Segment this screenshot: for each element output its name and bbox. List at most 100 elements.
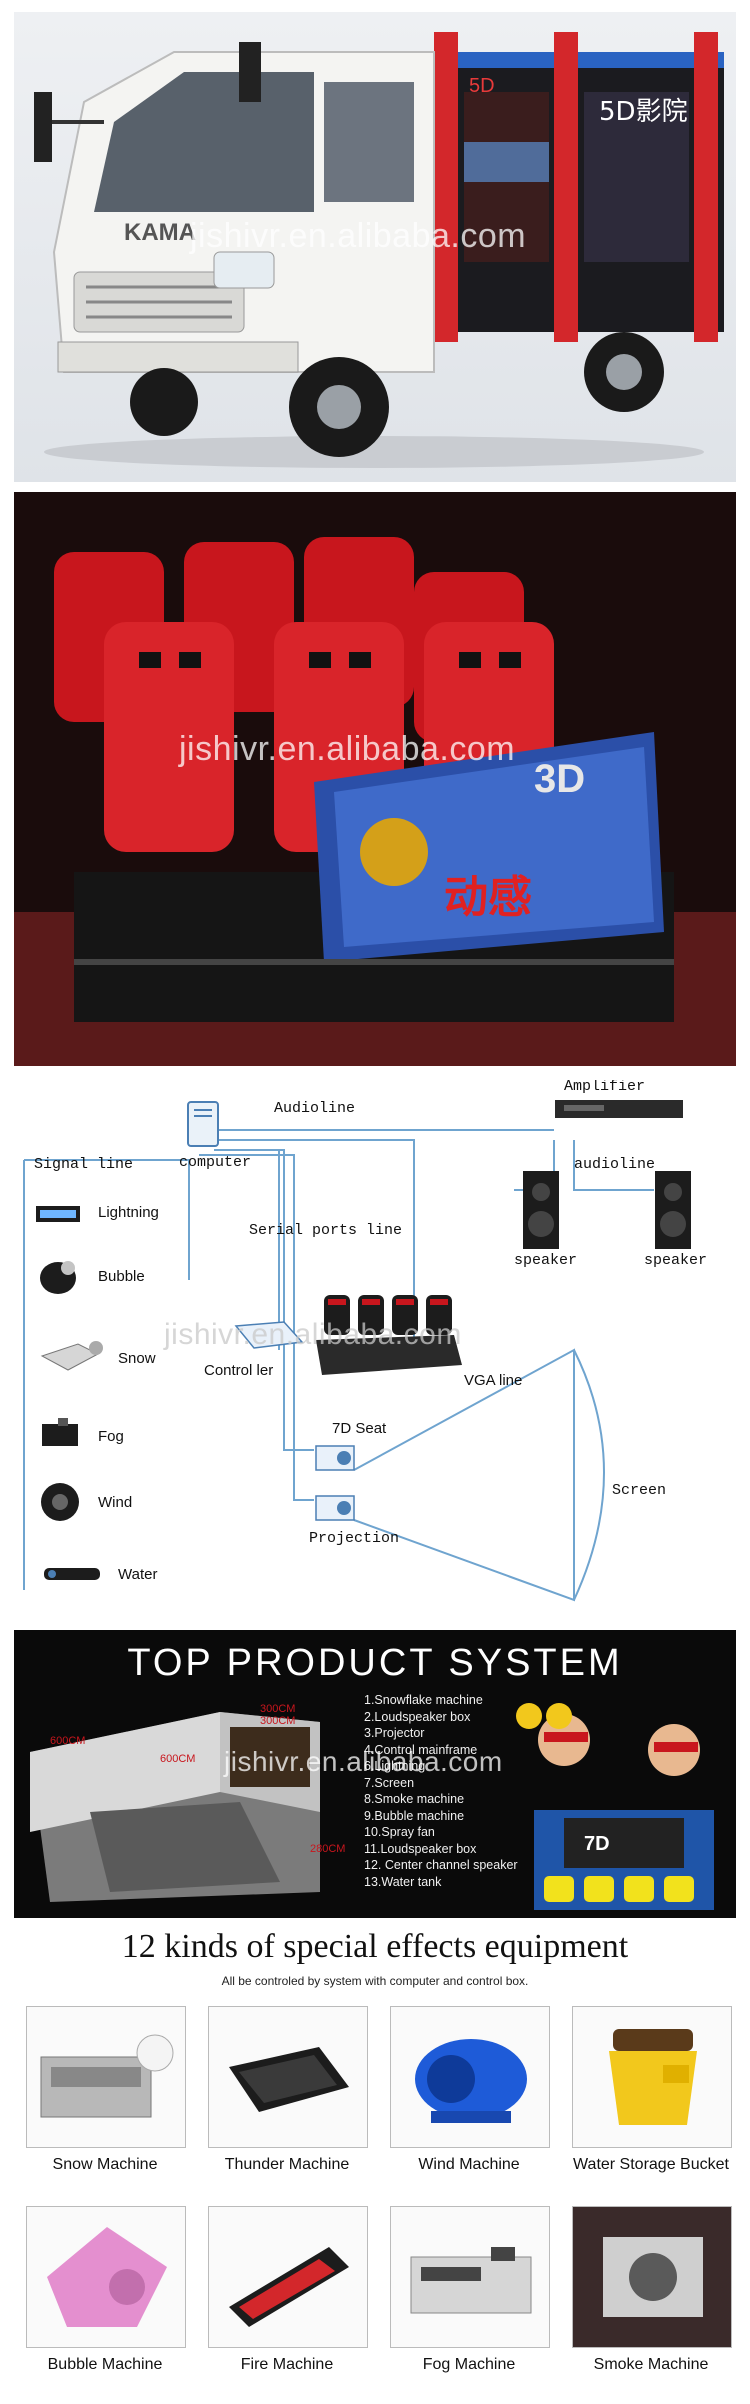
audioline-label: audioline: [574, 1156, 656, 1173]
thunder-machine-tile: [208, 2006, 368, 2148]
thunder-machine-icon: [229, 2047, 349, 2112]
bubble-icon: [40, 1261, 76, 1294]
snow-machine-label: Snow Machine: [52, 2156, 158, 2173]
seats-illustration: 3D 动感: [14, 492, 736, 1066]
projector-icon-1: [315, 1445, 355, 1471]
diagram-lines: [23, 1129, 654, 1602]
screen-label: Screen: [612, 1482, 667, 1499]
serial-ports-line-label: Serial ports line: [249, 1222, 403, 1239]
list-item: 9.Bubble machine: [364, 1808, 465, 1823]
room-layout-illustration: 600CM 300CM 300CM 600CM 280CM: [30, 1703, 345, 1902]
speaker-left-label: speaker: [514, 1252, 578, 1269]
computer-label: computer: [179, 1154, 252, 1171]
fog-machine-icon: [410, 2247, 532, 2314]
list-item: 1.Snowflake machine: [364, 1693, 483, 1707]
watermark: jishivr.en.alibaba.com: [179, 730, 516, 768]
seat-icon: [316, 1295, 462, 1375]
truck-photo: 5D 5D影院 KAMA jishivr.en.alibaba.com: [14, 12, 736, 482]
amplifier-label: Amplifier: [564, 1080, 646, 1095]
snow-icon: [40, 1341, 103, 1371]
truck-illustration: 5D 5D影院 KAMA: [34, 32, 724, 468]
list-item: 11.Loudspeaker box: [364, 1841, 477, 1856]
signal-line-label: Signal line: [34, 1156, 134, 1173]
water-storage-bucket-label: Water Storage Bucket: [573, 2156, 729, 2173]
speaker-left-icon: [523, 1171, 559, 1249]
list-item: 2.Loudspeaker box: [364, 1709, 471, 1724]
fog-machine-tile: [390, 2206, 550, 2348]
snow-machine-tile: [26, 2006, 186, 2148]
water-storage-bucket-tile: [572, 2006, 732, 2148]
bubble-machine-label: Bubble Machine: [47, 2356, 163, 2373]
list-item: 3.Projector: [364, 1726, 425, 1740]
snow-machine-icon: [40, 2034, 174, 2118]
fire-machine-tile: [208, 2206, 368, 2348]
top-product-title: TOP PRODUCT SYSTEM: [127, 1642, 623, 1684]
effect-label: Fog: [98, 1428, 124, 1445]
watermark: jishivr.en.alibaba.com: [190, 217, 527, 255]
fire-machine-label: Fire Machine: [240, 2356, 334, 2373]
truck-logo: KAMA: [124, 219, 196, 246]
list-item: 7.Screen: [364, 1775, 415, 1790]
smoke-machine-icon: [573, 2207, 731, 2347]
effect-item-snow: Snow: [28, 1334, 208, 1378]
projector-icon-2: [315, 1495, 355, 1521]
dimension-label: 600CM: [160, 1753, 195, 1765]
effects-section-subtitle: All be controled by system with computer…: [221, 1974, 529, 1988]
banner-title: 动感: [444, 872, 532, 923]
wind-machine-label: Wind Machine: [418, 2156, 520, 2173]
dimension-label: 600CM: [50, 1735, 85, 1747]
top-product-system-banner: TOP PRODUCT SYSTEM 600CM 300CM 300CM 600…: [14, 1630, 736, 1918]
effect-item-fog: Fog: [28, 1414, 208, 1454]
effect-label: Wind: [98, 1494, 133, 1511]
list-item: 12. Center channel speaker: [364, 1858, 518, 1872]
motion-seats-photo: 3D 动感 jishivr.en.alibaba.com: [14, 492, 736, 1066]
banner-3d-text: 3D: [534, 757, 585, 801]
system-components-list: 1.Snowflake machine 2.Loudspeaker box 3.…: [364, 1692, 518, 1890]
projection-label: Projection: [309, 1530, 400, 1547]
bubble-machine-icon: [47, 2227, 167, 2327]
speaker-right-label: speaker: [644, 1252, 708, 1269]
cargo-sign-small: 5D: [469, 75, 495, 97]
list-item: 13.Water tank: [364, 1874, 442, 1889]
vga-line-label: VGA line: [464, 1372, 523, 1389]
audience-illustration: 7D: [534, 1714, 714, 1910]
controller-icon: [234, 1321, 304, 1349]
speaker-right-icon: [655, 1171, 691, 1249]
dimension-label: 280CM: [310, 1843, 345, 1855]
dimension-label: 300CM: [260, 1703, 295, 1715]
thunder-machine-label: Thunder Machine: [224, 2156, 350, 2173]
smoke-machine-tile: [572, 2206, 732, 2348]
bubble-machine-tile: [26, 2206, 186, 2348]
effects-section-title: 12 kinds of special effects equipment: [121, 1928, 629, 1965]
amplifier-icon: [555, 1100, 683, 1118]
system-diagram: computer Audioline Amplifier audioline s…: [14, 1080, 736, 1620]
effect-item-wind: Wind: [28, 1480, 208, 1526]
list-item: 6.Lightning: [364, 1759, 426, 1773]
audioline-top-label: Audioline: [274, 1100, 356, 1117]
controller-label: Control ler: [204, 1362, 274, 1379]
lightning-icon: [36, 1206, 80, 1222]
fire-machine-icon: [229, 2247, 349, 2327]
list-item: 8.Smoke machine: [364, 1792, 465, 1806]
computer-icon: [187, 1101, 219, 1147]
watermark: jishivr.en.alibaba.com: [164, 1318, 462, 1351]
effect-label: Bubble: [98, 1268, 145, 1285]
list-item: 4.Control mainframe: [364, 1742, 478, 1757]
effect-item-water: Water: [28, 1558, 208, 1588]
binocular-prop-icon: [516, 1703, 572, 1729]
water-icon: [44, 1568, 100, 1580]
wind-machine-icon: [415, 2039, 527, 2123]
wind-icon: [41, 1483, 79, 1521]
smoke-machine-label: Smoke Machine: [593, 2356, 709, 2373]
effect-item-lightning: Lightning: [28, 1196, 208, 1232]
wind-machine-tile: [390, 2006, 550, 2148]
watermark: jishivr.en.alibaba.com: [224, 1746, 503, 1777]
list-item: 10.Spray fan: [364, 1825, 435, 1839]
water-bucket-icon: [609, 2029, 697, 2125]
fog-machine-label: Fog Machine: [422, 2356, 516, 2373]
fog-icon: [42, 1418, 78, 1446]
cargo-sign: 5D影院: [599, 97, 688, 127]
effect-label: Water: [118, 1566, 158, 1583]
effect-label: Snow: [118, 1350, 156, 1367]
effect-item-bubble: Bubble: [28, 1256, 208, 1296]
